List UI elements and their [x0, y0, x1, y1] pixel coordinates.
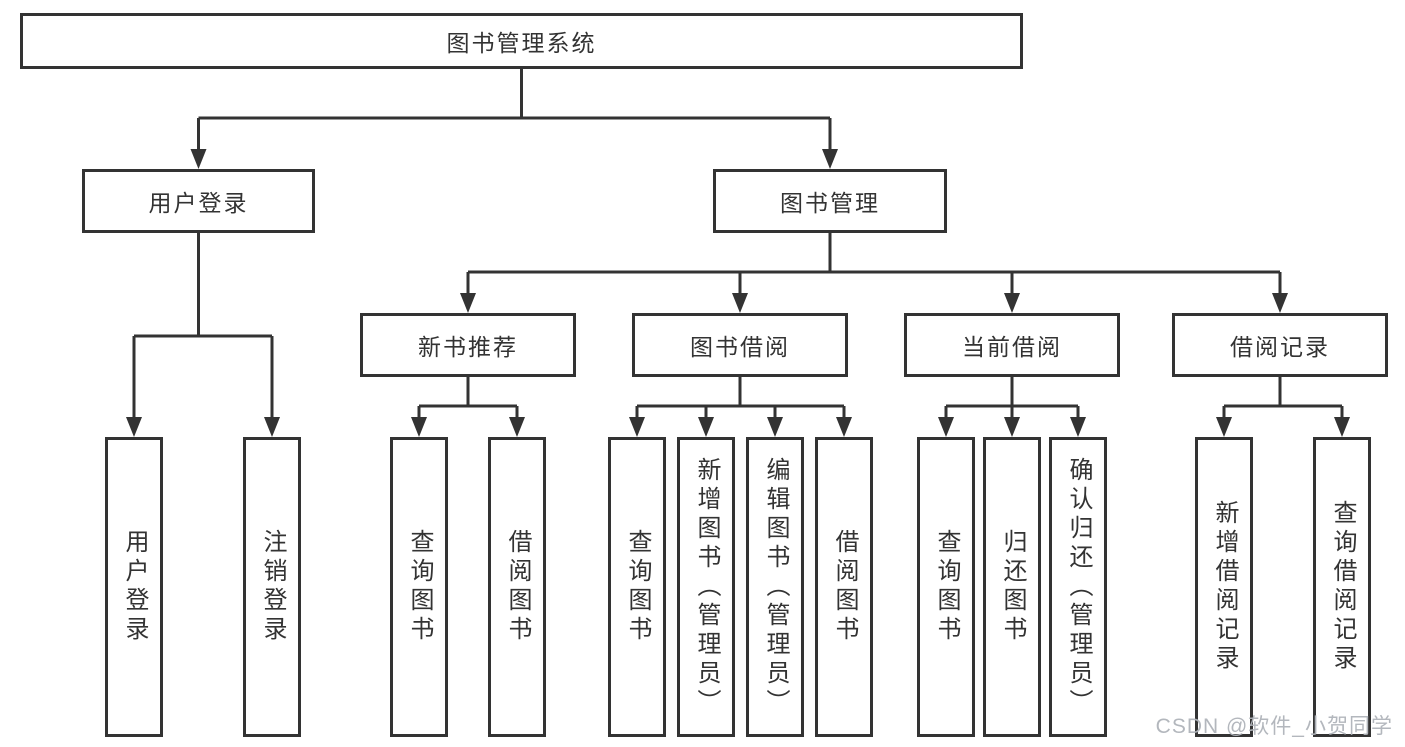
node-leaf-user-login: 用户登录 — [105, 437, 163, 737]
node-leaf-logout: 注销登录 — [243, 437, 301, 737]
node-borrow-records-label: 借阅记录 — [1230, 334, 1330, 360]
node-root: 图书管理系统 — [20, 13, 1023, 69]
arrowhead-icon — [1004, 293, 1020, 313]
node-leaf-user-login-label: 用户登录 — [121, 529, 148, 645]
arrowhead-icon — [509, 417, 525, 437]
node-leaf-confirm-return-admin: 确认归还（管理员） — [1049, 437, 1107, 737]
node-leaf-edit-book-admin-label: 编辑图书（管理员） — [762, 456, 789, 718]
watermark: CSDN @软件_小贺同学 — [1155, 715, 1393, 738]
arrowhead-icon — [822, 149, 838, 169]
node-current-borrow: 当前借阅 — [904, 313, 1120, 377]
node-current-borrow-label: 当前借阅 — [962, 334, 1062, 360]
arrowhead-icon — [190, 149, 207, 169]
arrowhead-icon — [698, 417, 714, 437]
node-new-book-recommend-label: 新书推荐 — [418, 334, 518, 360]
node-leaf-add-borrow-record-label: 新增借阅记录 — [1211, 500, 1238, 674]
node-user-login: 用户登录 — [82, 169, 315, 233]
node-book-management: 图书管理 — [713, 169, 947, 233]
node-book-borrow-label: 图书借阅 — [690, 334, 790, 360]
arrowhead-icon — [732, 293, 748, 313]
arrowhead-icon — [938, 417, 954, 437]
arrowhead-icon — [264, 417, 280, 437]
node-borrow-records: 借阅记录 — [1172, 313, 1388, 377]
node-leaf-confirm-return-admin-label: 确认归还（管理员） — [1065, 456, 1092, 718]
node-leaf-query-book-2-label: 查询图书 — [624, 529, 651, 645]
node-leaf-return-book-label: 归还图书 — [999, 529, 1026, 645]
arrowhead-icon — [1272, 293, 1288, 313]
arrowhead-icon — [411, 417, 427, 437]
arrowhead-icon — [1216, 417, 1232, 437]
node-leaf-borrow-book-2: 借阅图书 — [815, 437, 873, 737]
node-book-borrow: 图书借阅 — [632, 313, 848, 377]
arrowhead-icon — [767, 417, 783, 437]
node-leaf-query-book-3-label: 查询图书 — [933, 529, 960, 645]
node-leaf-logout-label: 注销登录 — [259, 529, 286, 645]
node-leaf-query-borrow-record: 查询借阅记录 — [1313, 437, 1371, 737]
node-leaf-query-borrow-record-label: 查询借阅记录 — [1329, 500, 1356, 674]
node-leaf-add-book-admin: 新增图书（管理员） — [677, 437, 735, 737]
arrowhead-icon — [126, 417, 142, 437]
node-leaf-borrow-book-1: 借阅图书 — [488, 437, 546, 737]
arrowhead-icon — [1004, 417, 1020, 437]
node-leaf-query-book-3: 查询图书 — [917, 437, 975, 737]
node-leaf-return-book: 归还图书 — [983, 437, 1041, 737]
node-leaf-borrow-book-1-label: 借阅图书 — [504, 529, 531, 645]
node-leaf-query-book-1-label: 查询图书 — [406, 529, 433, 645]
arrowhead-icon — [836, 417, 852, 437]
node-book-management-label: 图书管理 — [780, 190, 880, 216]
node-leaf-edit-book-admin: 编辑图书（管理员） — [746, 437, 804, 737]
arrowhead-icon — [1070, 417, 1086, 437]
arrowhead-icon — [629, 417, 645, 437]
node-leaf-borrow-book-2-label: 借阅图书 — [831, 529, 858, 645]
node-leaf-add-book-admin-label: 新增图书（管理员） — [693, 456, 720, 718]
node-root-label: 图书管理系统 — [446, 30, 597, 56]
arrowhead-icon — [460, 293, 476, 313]
node-leaf-add-borrow-record: 新增借阅记录 — [1195, 437, 1253, 737]
node-leaf-query-book-1: 查询图书 — [390, 437, 448, 737]
node-user-login-label: 用户登录 — [148, 190, 249, 216]
arrowhead-icon — [1334, 417, 1350, 437]
node-new-book-recommend: 新书推荐 — [360, 313, 576, 377]
node-leaf-query-book-2: 查询图书 — [608, 437, 666, 737]
